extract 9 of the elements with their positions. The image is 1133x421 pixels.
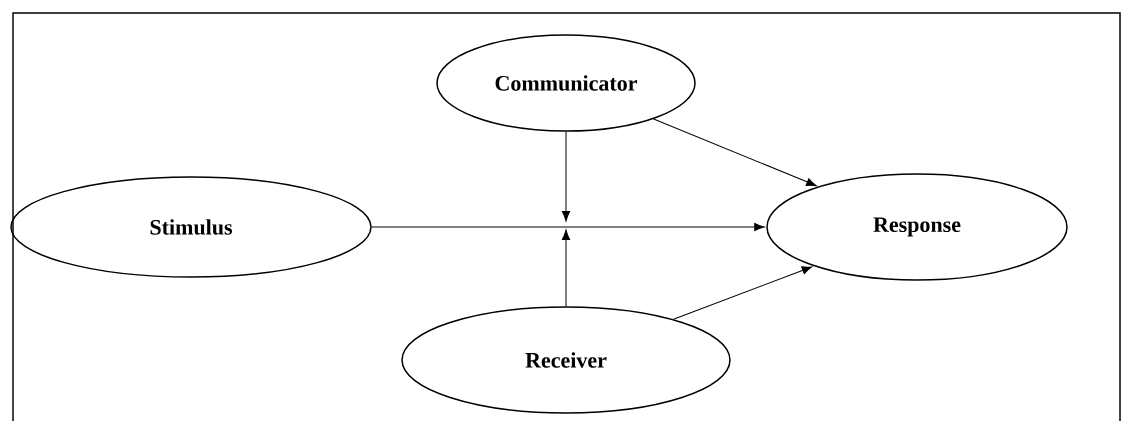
ellipse-node: Receiver <box>401 306 731 414</box>
arrow <box>371 222 765 232</box>
ellipse-node: Stimulus <box>10 176 372 278</box>
arrow <box>653 118 817 187</box>
ellipse-node: Response <box>766 173 1068 281</box>
arrow <box>673 266 813 320</box>
ellipse-node: Communicator <box>436 34 696 132</box>
arrow <box>561 229 571 307</box>
arrow <box>561 131 571 222</box>
